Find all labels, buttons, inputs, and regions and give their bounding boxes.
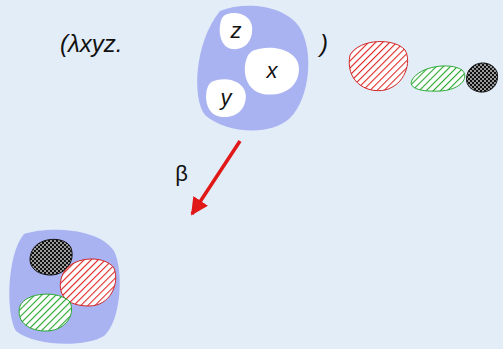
hole-shape [206, 79, 246, 117]
green-term [411, 66, 465, 91]
substituted-terms [4, 226, 122, 346]
variable-name: y [221, 87, 232, 109]
closing-paren: ) [320, 32, 328, 56]
green-term [19, 294, 71, 331]
black-term [467, 63, 498, 92]
lambda-binder: (λxyz. [60, 32, 122, 56]
lambda-body-blob: z x y [190, 3, 312, 135]
reduction-label: β [173, 162, 190, 186]
red-term [60, 259, 115, 306]
blob-shape [197, 6, 308, 131]
variable-hole: x [242, 45, 302, 97]
variable-hole: y [204, 77, 248, 119]
result-blob [4, 226, 122, 346]
hole-shape [245, 48, 299, 95]
red-term [349, 42, 407, 91]
variable-name: x [267, 60, 278, 82]
blob-shape [9, 230, 119, 344]
reduction-arrow [192, 141, 240, 214]
variable-hole: z [218, 11, 254, 51]
hole-shape [220, 13, 253, 49]
variable-name: z [231, 20, 242, 42]
